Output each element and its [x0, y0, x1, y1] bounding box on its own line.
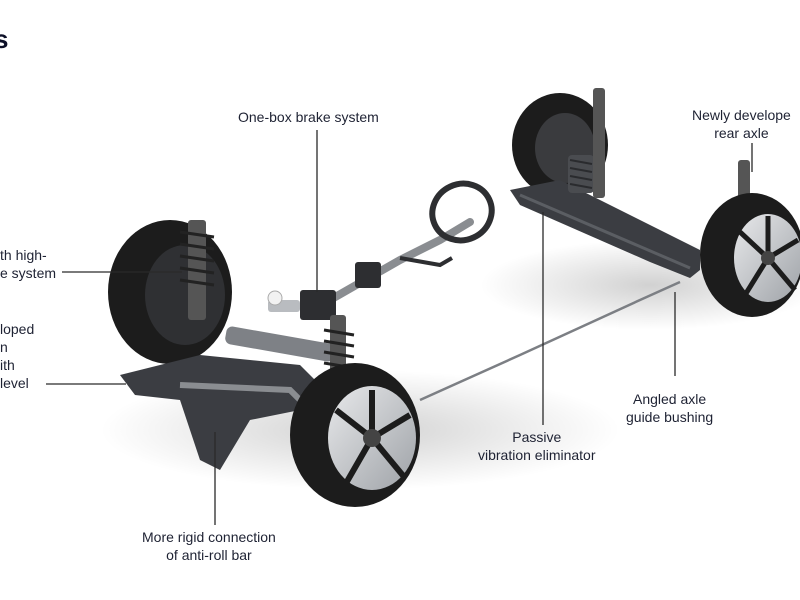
rear-spring-left — [568, 155, 594, 193]
one-box-brake-unit — [300, 290, 336, 320]
label-high-system: th high- e system — [0, 247, 57, 281]
label-one-box-brake: One-box brake system — [238, 109, 379, 125]
rear-axle-assembly — [510, 88, 800, 317]
leader-lines — [46, 130, 753, 525]
steering-wheel — [429, 180, 495, 244]
page-title-fragment: s — [0, 24, 9, 54]
label-developed: loped n ith level — [0, 321, 35, 391]
label-guide-bushing: Angled axle guide bushing — [626, 391, 714, 425]
steering-rack — [225, 326, 335, 362]
label-vibration-eliminator: Passive vibration eliminator — [478, 429, 596, 463]
front-subframe — [120, 355, 330, 470]
label-anti-roll-bar: More rigid connection of anti-roll bar — [142, 529, 276, 563]
label-rear-axle: Newly develope rear axle — [692, 107, 791, 141]
rear-shock-left — [593, 88, 605, 198]
rear-shock-right — [738, 160, 750, 200]
front-axle-assembly — [108, 220, 420, 507]
brake-line — [419, 280, 681, 402]
